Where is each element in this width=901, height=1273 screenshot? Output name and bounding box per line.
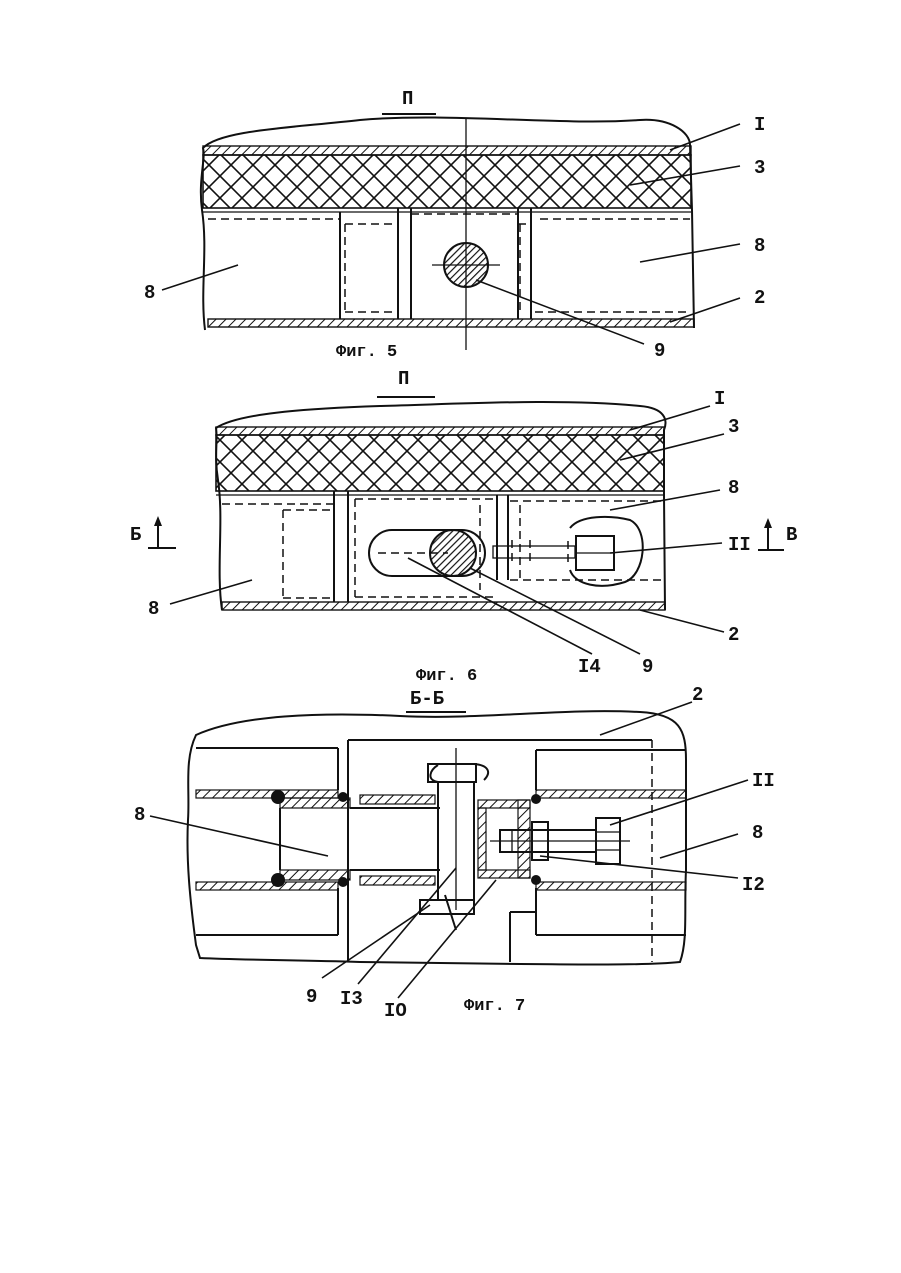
fig7-label-2: 2 <box>692 684 703 706</box>
fig5-top-skin <box>203 146 691 155</box>
fig5-label-8-left: 8 <box>144 282 155 304</box>
fig6-foam-core <box>216 435 664 491</box>
fig5-view-mark: П <box>402 88 413 110</box>
fig7-label-8-right: 8 <box>752 822 763 844</box>
fig7-weld-bottom-left <box>271 873 285 887</box>
svg-text:Б: Б <box>130 524 141 546</box>
fig7-upper-skin-right <box>536 790 686 798</box>
figure-6: П <box>130 368 797 686</box>
fig7-label-13: I3 <box>340 988 363 1010</box>
fig6-label-8-left: 8 <box>148 598 159 620</box>
fig6-bolt <box>493 536 614 570</box>
fig6-label-8-right: 8 <box>728 477 739 499</box>
figure-5: П <box>144 88 765 362</box>
fig7-label-10: IO <box>384 1000 407 1022</box>
figure-7: Б-Б <box>134 684 775 1022</box>
fig6-label-9: 9 <box>642 656 653 678</box>
fig6-section-mark-right: В <box>758 518 797 550</box>
fig7-weld-top-left <box>271 790 285 804</box>
fig5-label-8-right: 8 <box>754 235 765 257</box>
fig6-top-skin <box>216 427 664 435</box>
fig7-label-11: II <box>752 770 775 792</box>
fig7-label-9: 9 <box>306 986 317 1008</box>
fig6-label-3: 3 <box>728 416 739 438</box>
fig6-label-1: I <box>714 388 725 410</box>
fig7-label-8-left: 8 <box>134 804 145 826</box>
fig7-caption: Фиг. 7 <box>464 997 525 1016</box>
fig5-foam-core <box>203 155 691 208</box>
fig7-lower-skin-left <box>196 882 338 890</box>
fig7-view-mark: Б-Б <box>410 688 444 710</box>
fig7-upper-skin-left <box>196 790 338 798</box>
fig5-label-2: 2 <box>754 287 765 309</box>
fig6-label-11: II <box>728 534 751 556</box>
fig5-bottom-skin <box>208 319 694 327</box>
fig7-label-12: I2 <box>742 874 765 896</box>
fig5-label-3: 3 <box>754 157 765 179</box>
fig6-label-2: 2 <box>728 624 739 646</box>
fig6-section-mark-left: Б <box>130 516 176 548</box>
fig5-caption: Фиг. 5 <box>336 343 397 362</box>
svg-text:В: В <box>786 524 797 546</box>
fig7-lower-skin-right <box>536 882 686 890</box>
fig5-label-1: I <box>754 114 765 136</box>
fig6-bottom-skin <box>222 602 665 610</box>
fig5-label-9: 9 <box>654 340 665 362</box>
fig6-label-14: I4 <box>578 656 601 678</box>
fig6-caption: Фиг. 6 <box>416 667 477 686</box>
fig7-bolt <box>490 818 630 864</box>
fig6-view-mark: П <box>398 368 409 390</box>
